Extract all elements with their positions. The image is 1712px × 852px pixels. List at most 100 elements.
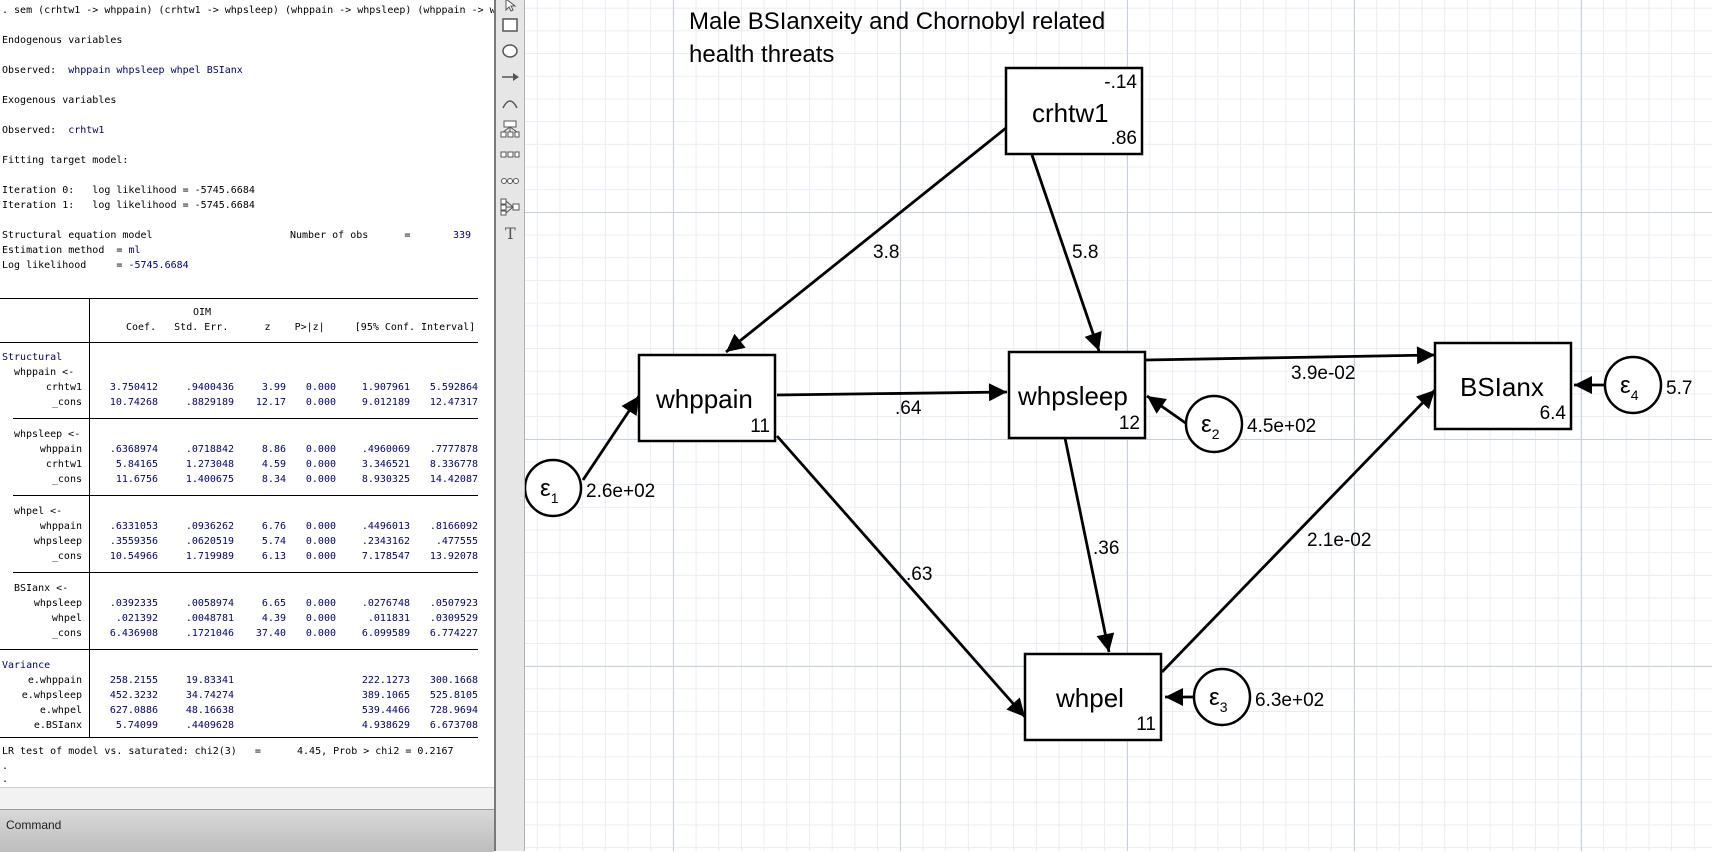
oval-tool-icon[interactable]	[500, 42, 520, 60]
pane-divider[interactable]	[494, 0, 496, 851]
table-cell: 8.86	[261, 444, 286, 455]
error-e2[interactable]: ε2 4.5e+02	[1184, 394, 1316, 454]
table-cell: .0936262	[185, 521, 234, 532]
table-cell: 6.436908	[109, 628, 158, 639]
table-cell: 8.930325	[361, 474, 410, 485]
endog-heading: Endogenous variables	[2, 35, 123, 46]
results-pane: . sem (crhtw1 -> whppain) (crhtw1 -> whp…	[0, 0, 494, 787]
path-whppain-whpsleep[interactable]	[776, 383, 1008, 402]
exog-label: Observed:	[2, 125, 57, 136]
exog-vars: crhtw1	[68, 125, 105, 136]
row-label: whpsleep	[33, 536, 82, 547]
table-cell: 10.54966	[109, 551, 158, 562]
node-whppain-intercept: 11	[750, 416, 770, 437]
svg-text:T: T	[505, 225, 516, 241]
node-bsianx-intercept: 6.4	[1540, 403, 1567, 424]
loglik-label: Log likelihood =	[2, 260, 123, 271]
table-cell: .477555	[435, 536, 478, 547]
error-e3[interactable]: ε3 6.3e+02	[1192, 667, 1324, 727]
table-cell: 1.273048	[185, 459, 234, 470]
measurement-tool-icon[interactable]	[500, 120, 520, 138]
table-cell: .0276748	[361, 598, 410, 609]
node-bsianx[interactable]: BSIanx 6.4	[1433, 341, 1573, 431]
table-cell: .8829189	[185, 397, 234, 408]
nobs-value: 339	[453, 230, 472, 241]
node-whpsleep[interactable]: whpsleep 12	[1007, 350, 1147, 440]
table-cell: .6368974	[109, 444, 158, 455]
endog-vars: whppain whpsleep whpel BSIanx	[68, 65, 243, 76]
covariance-tool-icon[interactable]	[500, 94, 520, 112]
row-label: e.whpsleep	[21, 690, 82, 701]
row-label: _cons	[51, 474, 82, 485]
node-whpsleep-intercept: 12	[1119, 413, 1140, 434]
error-e1[interactable]: ε1 2.6e+02	[525, 458, 655, 518]
table-cell: 539.4466	[361, 705, 410, 716]
select-tool-icon[interactable]	[500, 0, 520, 14]
text-tool-icon[interactable]: T	[500, 224, 520, 242]
node-whpel[interactable]: whpel 11	[1023, 652, 1163, 742]
table-cell: 728.9694	[429, 705, 478, 716]
table-cell: .4496013	[361, 521, 410, 532]
path-tool-icon[interactable]	[500, 68, 520, 86]
path-whppain-whpel[interactable]	[775, 435, 1027, 718]
path-whpsleep-whpel[interactable]	[1063, 437, 1115, 653]
regression-tool-icon[interactable]	[500, 198, 520, 216]
box-tool-icon[interactable]	[500, 16, 520, 34]
group-rule	[13, 572, 478, 573]
row-label: e.whppain	[27, 675, 82, 686]
table-cell: .0392335	[109, 598, 158, 609]
error-e4-variance: 5.7	[1666, 378, 1692, 399]
latent-row-tool-icon[interactable]	[500, 172, 520, 190]
command-bar[interactable]: Command	[0, 809, 494, 852]
diagram-title-line-1: Male BSIanxeity and Chornobyl related	[689, 8, 1105, 35]
label-whppain-whpsleep: .64	[895, 398, 922, 419]
table-cell: 4.59	[261, 459, 286, 470]
table-cell: .1721046	[185, 628, 234, 639]
error-e4[interactable]: ε4 5.7	[1603, 355, 1692, 415]
table-cell: 0.000	[305, 613, 336, 624]
table-cell: 222.1273	[361, 675, 410, 686]
diagram-canvas[interactable]: Male BSIanxeity and Chornobyl related he…	[525, 0, 1712, 851]
table-cell: 0.000	[305, 536, 336, 547]
node-crhtw1[interactable]: crhtw1 -.14 .86	[1004, 66, 1144, 156]
table-cell: 19.83341	[185, 675, 234, 686]
table-cell: 12.17	[255, 397, 286, 408]
row-label: e.BSIanx	[33, 720, 82, 731]
table-cell: 627.0886	[109, 705, 158, 716]
table-cell: 5.74099	[115, 720, 158, 731]
path-crhtw1-whppain[interactable]	[725, 126, 1007, 354]
table-cell: .8166092	[429, 521, 478, 532]
label-whpsleep-bsianx: 3.9e-02	[1291, 363, 1355, 384]
sem-builder-toolbar: T	[496, 0, 525, 851]
path-whpel-bsianx[interactable]	[1160, 389, 1437, 673]
table-cell: .0048781	[185, 613, 234, 624]
table-cell: .021392	[115, 613, 158, 624]
path-e2-whpsleep[interactable]	[1146, 394, 1188, 426]
table-cell: .0620519	[185, 536, 234, 547]
table-cell: 0.000	[305, 598, 336, 609]
table-cell: 8.336778	[429, 459, 478, 470]
table-cell: 0.000	[305, 474, 336, 485]
path-e1-whppain[interactable]	[581, 395, 641, 481]
error-e3-variance: 6.3e+02	[1255, 690, 1324, 711]
node-whpel-name: whpel	[1055, 683, 1124, 713]
label-crhtw1-whppain: 3.8	[873, 242, 899, 263]
node-whppain-name: whppain	[655, 384, 753, 414]
table-cell: 1.907961	[361, 382, 410, 393]
table-cell: 34.74274	[185, 690, 234, 701]
table-vertical-rule	[89, 298, 90, 738]
fitting-line: Fitting target model:	[2, 155, 129, 166]
equation-label: whpsleep <-	[14, 429, 81, 440]
label-whpsleep-whpel: .36	[1093, 538, 1119, 559]
results-scrollbar[interactable]	[0, 787, 494, 810]
observed-row-tool-icon[interactable]	[500, 146, 520, 164]
table-cell: .4409628	[185, 720, 234, 731]
lr-test: LR test of model vs. saturated: chi2(3) …	[2, 746, 454, 757]
table-cell: 0.000	[305, 628, 336, 639]
table-header: Coef. Std. Err. z P>|z| [95% Conf. Inter…	[126, 322, 476, 333]
table-cell: 37.40	[255, 628, 286, 639]
table-cell: 14.42087	[429, 474, 478, 485]
path-crhtw1-whpsleep[interactable]	[1030, 154, 1102, 352]
node-whppain[interactable]: whppain 11	[637, 353, 777, 443]
path-whpsleep-bsianx[interactable]	[1145, 346, 1436, 365]
